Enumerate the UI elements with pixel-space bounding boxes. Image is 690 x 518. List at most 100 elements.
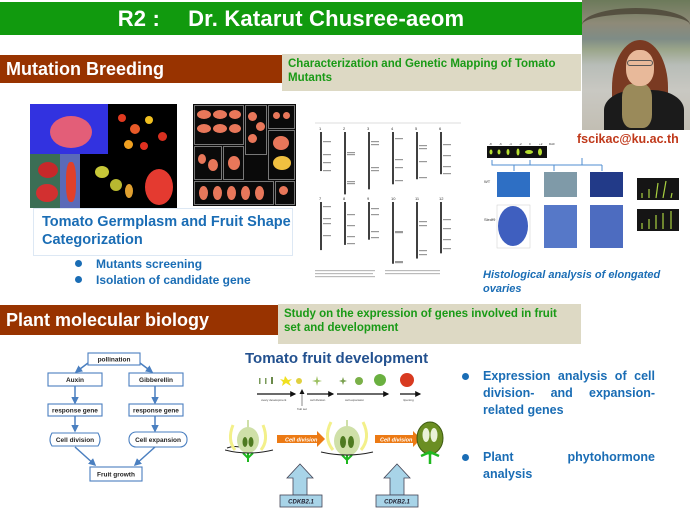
mutation-bullets: Mutants screening Isolation of candidate… xyxy=(75,256,255,288)
marker-label xyxy=(371,167,379,169)
marker-label xyxy=(419,221,427,223)
flower-stage-2 xyxy=(320,420,374,464)
marker-label xyxy=(323,170,331,172)
ovary-elongation-wt xyxy=(637,178,679,200)
label-response-right: response gene xyxy=(133,408,179,415)
label-cell-expansion: Cell expansion xyxy=(135,437,181,444)
gene-arrow-1 xyxy=(286,463,314,496)
email-link[interactable]: fscikac@ku.ac.th xyxy=(577,132,679,146)
marker-label xyxy=(443,219,451,221)
time-label: DAF xyxy=(549,143,555,146)
marker-label xyxy=(443,155,451,157)
marker-label xyxy=(419,161,427,163)
marker-label xyxy=(323,235,331,237)
connector-arrows xyxy=(513,165,603,171)
label-pollination: pollination xyxy=(98,357,131,364)
cell-division-arrow-1 xyxy=(277,431,325,447)
photo-scarf xyxy=(622,84,652,128)
label-auxin: Auxin xyxy=(66,377,84,384)
large-pink-tomato xyxy=(50,116,92,148)
project-code: R2 : xyxy=(117,5,161,31)
marker-label xyxy=(395,138,403,140)
marker-label xyxy=(419,177,427,179)
shape-cell xyxy=(268,105,295,129)
shape-cell xyxy=(245,105,267,155)
marker-label xyxy=(371,144,379,146)
marker-label xyxy=(395,180,403,182)
fruit-section xyxy=(256,122,265,131)
label-response-left: response gene xyxy=(52,408,98,415)
chromosome-label: 4 xyxy=(391,126,394,131)
cell-division-arrow-2 xyxy=(375,431,421,447)
arrow-label-2: Cell division xyxy=(380,438,413,444)
chromosome-label: 1 xyxy=(319,126,322,131)
small-tomato xyxy=(145,116,153,124)
time-label: +2 xyxy=(539,143,543,146)
box-gibberellin xyxy=(128,372,184,387)
row-label-wt: WT xyxy=(484,179,491,184)
histo-panel xyxy=(544,172,577,197)
marker-label xyxy=(323,223,331,225)
stage-label: cell expansion xyxy=(345,398,364,402)
pathway-boxes xyxy=(47,352,188,482)
fruit-development-title: Tomato fruit development xyxy=(245,350,429,367)
chromosome-label: 9 xyxy=(367,196,370,201)
marker-label xyxy=(371,141,379,143)
chromosome-label: 10 xyxy=(391,196,396,201)
bullet-item: Mutants screening xyxy=(75,256,255,272)
fruit-section xyxy=(197,110,211,119)
marker-label xyxy=(371,208,379,210)
marker-label xyxy=(347,243,355,245)
box-fruit-growth xyxy=(89,466,143,482)
histo-panel xyxy=(590,172,623,197)
fruit-section xyxy=(229,124,241,133)
small-tomato xyxy=(130,124,140,134)
box-cell-expansion xyxy=(128,431,188,448)
section-subtitle-expression: Study on the expression of genes involve… xyxy=(278,304,581,344)
figure-legend-line xyxy=(315,270,375,272)
yellow-fruit xyxy=(110,179,122,191)
fruit-section xyxy=(248,134,257,143)
marker-label xyxy=(395,231,403,233)
development-timeline: ovary development fruit set cell divisio… xyxy=(257,373,422,411)
label-cell-division: Cell division xyxy=(56,437,94,444)
shape-cell xyxy=(194,146,222,180)
fruit-section xyxy=(273,112,280,119)
marker-label xyxy=(419,254,427,256)
box-pollination xyxy=(87,352,141,366)
fruit-section xyxy=(208,159,218,171)
marker-label xyxy=(323,141,331,143)
marker-label xyxy=(443,144,451,146)
row-label-mutant: Sledf9 xyxy=(484,217,496,222)
ovary-elongation-marks xyxy=(641,180,673,229)
shape-cell xyxy=(275,181,295,205)
figure-legend-line xyxy=(385,270,440,272)
shape-cell xyxy=(223,146,244,180)
marker-label xyxy=(371,170,379,172)
marker-label xyxy=(395,261,403,263)
long-tomato xyxy=(66,162,76,202)
fruit-section xyxy=(213,110,227,119)
cluster-tomato xyxy=(36,184,58,202)
marker-label xyxy=(395,159,403,161)
germplasm-caption: Tomato Germplasm and Fruit Shape Categor… xyxy=(42,214,291,248)
marker-label xyxy=(347,154,355,156)
yellow-fruit xyxy=(95,166,109,178)
ovary-marks xyxy=(489,148,542,156)
section-subtitle-mapping: Characterization and Genetic Mapping of … xyxy=(282,54,581,91)
fruit-section xyxy=(228,156,240,170)
small-tomato xyxy=(140,142,148,150)
pathway-arrows xyxy=(71,362,159,467)
gene-label-1: CDKB2.1 xyxy=(288,500,314,506)
shape-cell xyxy=(268,130,295,180)
marker-label xyxy=(395,232,403,234)
section-title-mutation-breeding: Mutation Breeding xyxy=(0,55,282,83)
histo-panel xyxy=(496,204,531,249)
molecular-bullets: Expression analysis of cell division- an… xyxy=(462,368,655,513)
marker-label xyxy=(371,237,379,239)
marker-label xyxy=(419,148,427,150)
